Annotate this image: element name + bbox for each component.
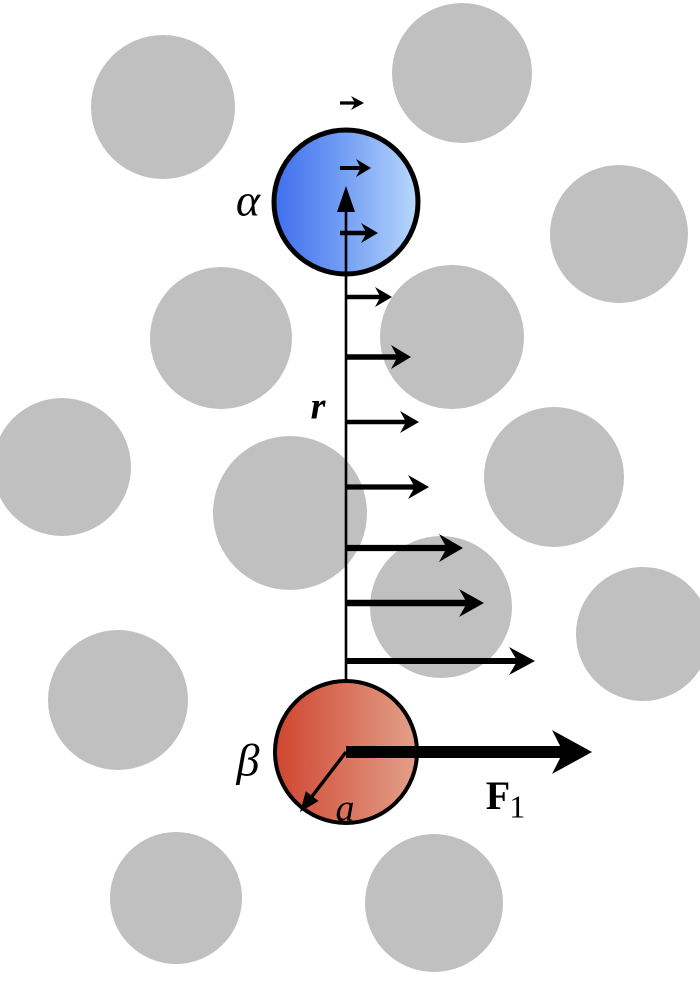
- crowder-sphere: [91, 35, 235, 179]
- crowder-sphere: [365, 834, 503, 972]
- label-alpha: α: [236, 175, 261, 226]
- crowder-sphere: [380, 265, 524, 409]
- flow-arrow-head: [391, 345, 411, 369]
- flow-arrow-head: [459, 589, 484, 617]
- alpha-internal-arrows-layer: [337, 96, 378, 276]
- label-force-letter: F: [486, 773, 510, 818]
- radius-arrow-group: [300, 750, 348, 812]
- separation-arrowhead-up: [337, 186, 355, 212]
- flow-arrow-head: [400, 411, 419, 433]
- alpha-flow-arrow-top-head: [351, 96, 364, 110]
- flow-arrow-head: [509, 647, 535, 675]
- alpha-flow-arrow-bottom-head: [361, 223, 378, 243]
- flow-arrow-head: [408, 475, 429, 499]
- label-force-F1: F 1: [486, 773, 525, 825]
- crowder-sphere: [110, 832, 242, 964]
- label-beta: β: [236, 735, 260, 786]
- crowder-sphere: [550, 165, 688, 303]
- crowder-sphere: [213, 436, 367, 590]
- label-separation-r: r: [311, 386, 327, 428]
- force-arrow-group: [346, 730, 592, 774]
- alpha-flow-arrow-middle-head: [356, 159, 371, 177]
- flow-arrow-head: [375, 287, 392, 307]
- crowder-sphere: [370, 536, 512, 678]
- crowder-spheres-layer: [0, 3, 700, 972]
- crowder-sphere: [576, 567, 700, 701]
- crowder-sphere: [0, 398, 131, 536]
- flow-arrow-head: [439, 534, 463, 562]
- flow-field-layer: [346, 287, 535, 675]
- label-radius-a: a: [336, 788, 355, 830]
- label-force-subscript: 1: [509, 789, 525, 825]
- crowder-sphere: [150, 267, 292, 409]
- radius-arrow-head: [300, 791, 319, 812]
- force-arrow-head: [552, 730, 592, 774]
- labels-layer: α β r a F 1: [236, 175, 526, 830]
- radius-arrow-shaft: [308, 750, 348, 801]
- crowder-sphere: [484, 407, 624, 547]
- crowder-sphere: [392, 3, 532, 143]
- crowder-sphere: [48, 630, 188, 770]
